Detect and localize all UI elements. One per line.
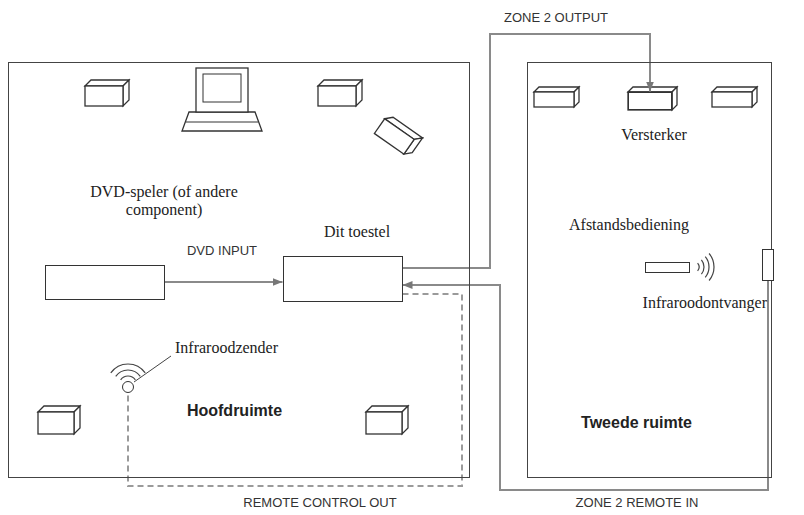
speaker [366,406,408,434]
leader-line [134,356,171,382]
speaker-front [712,92,752,107]
speaker-front [38,412,74,434]
signal-cable [403,281,769,491]
speaker-front [374,119,414,154]
dashed-cable [128,294,462,486]
speaker-side [752,87,757,107]
speaker-top [366,406,408,412]
component-label: Afstandsbediening [534,216,724,234]
component-label: DVD-speler (of andere component) [84,183,244,220]
signal-label: REMOTE CONTROL OUT [241,496,398,511]
ir-wave [111,364,145,373]
tv-base-line [186,122,258,123]
amplifier: Versterker [628,92,672,110]
tv-screen [203,74,241,102]
tv-body [196,68,248,112]
speaker-top [85,80,129,86]
remote-control: Afstandsbediening [645,262,690,273]
ir-wave [701,260,704,274]
signal-cable [165,281,283,283]
tv-stand [182,112,262,131]
ir-wave [121,376,136,380]
speaker [712,87,757,107]
speaker [534,87,579,107]
ir-wave [705,257,709,278]
speaker [374,114,422,158]
speaker-side [356,80,362,106]
signal-label: ZONE 2 REMOTE IN [574,496,701,511]
speaker-top [534,87,579,92]
speaker-side [574,87,579,107]
room-label: Tweede ruimte [562,414,712,432]
television [182,68,262,131]
component-label: Infraroodzender [175,339,315,357]
signal-label: DVD INPUT [185,244,259,259]
speaker-side [74,406,80,434]
speaker-front [318,86,356,106]
speaker-side [123,80,129,106]
speaker-front [85,86,123,106]
room-outline: VersterkerAfstandsbedieningInfraroodontv… [527,62,772,478]
ir-wave [116,370,141,376]
component-label: Versterker [594,126,714,144]
speaker-top [38,406,80,412]
speaker-side [402,406,408,434]
speaker [318,80,362,106]
ir-wave [698,263,699,271]
room-label: Hoofdruimte [150,402,320,420]
speaker-front [628,92,672,110]
room-outline: DVD-speler (of andere component) Dit toes… [8,62,470,478]
speaker-side [672,87,677,110]
component-label: Dit toestel [297,223,417,241]
speaker [38,406,80,434]
receiver-unit: Dit toestel [283,256,403,302]
ir-wave [709,254,714,281]
speaker [628,87,677,110]
dvd-player: DVD-speler (of andere component) [45,265,165,300]
signal-label: ZONE 2 OUTPUT [502,11,610,26]
component-label: Infraroodontvanger [625,294,767,312]
speaker-top [318,80,362,86]
speaker-front [534,92,574,107]
speaker [85,80,129,106]
ir-emitter: Infraroodzender [122,381,134,393]
speaker-front [366,412,402,434]
speaker-top [712,87,757,92]
ir-receiver: Infraroodontvanger [762,249,774,281]
